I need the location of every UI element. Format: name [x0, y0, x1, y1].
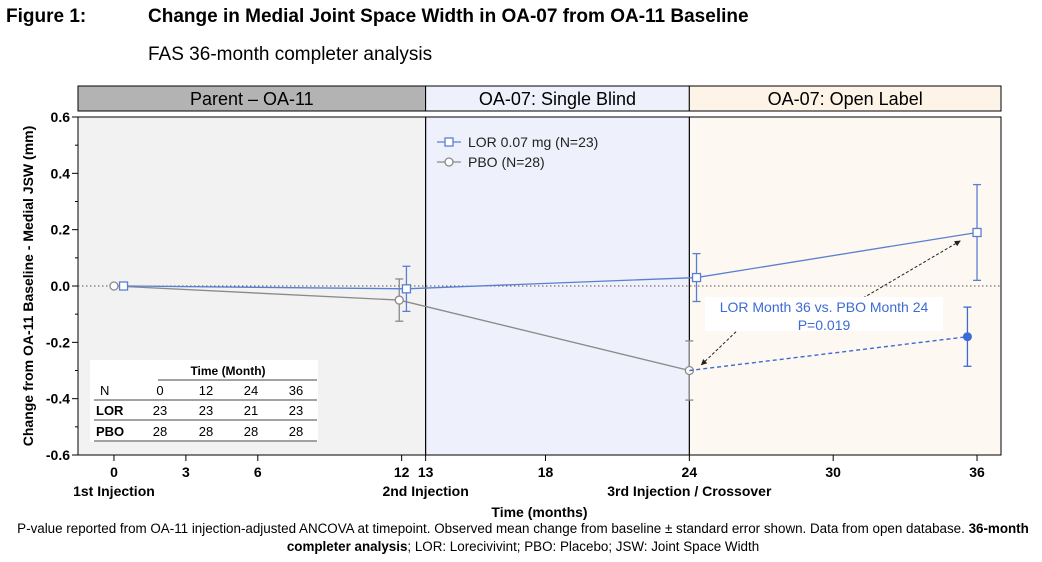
legend-label: PBO (N=28) — [468, 154, 545, 170]
n-table-column: 36 — [289, 383, 303, 398]
n-table-column: 12 — [199, 383, 213, 398]
phase-header-label: OA-07: Single Blind — [479, 89, 636, 109]
data-point — [394, 295, 404, 305]
x-tick-label: 30 — [825, 464, 841, 480]
n-table-background — [90, 360, 318, 442]
x-tick-label: 12 — [394, 464, 410, 480]
data-point — [109, 281, 119, 291]
figure-label: Figure 1: — [6, 6, 87, 27]
x-event-label: 1st Injection — [73, 483, 155, 499]
annotation-box — [705, 297, 943, 331]
figure-subtitle: FAS 36-month completer analysis — [148, 44, 433, 65]
data-point — [962, 332, 972, 342]
footnote-text: P-value reported from OA-11 injection-ad… — [17, 521, 969, 536]
n-table-column: 24 — [244, 383, 258, 398]
series-line — [123, 231, 978, 290]
n-table-cell: 23 — [289, 403, 303, 418]
data-point — [972, 227, 982, 238]
annotation-arrow — [700, 327, 741, 366]
n-table-cell: 23 — [153, 403, 167, 418]
x-event-label: 3rd Injection / Crossover — [607, 483, 772, 499]
footnote-text-end: ; LOR: Lorecivivint; PBO: Placebo; JSW: … — [407, 539, 760, 554]
n-table-row-label: LOR — [96, 403, 124, 418]
y-tick-label: 0.2 — [51, 222, 71, 238]
annotation-arrow — [849, 240, 961, 307]
annotation-text: LOR Month 36 vs. PBO Month 24 — [720, 299, 929, 315]
n-table-column: N — [100, 383, 109, 398]
x-tick-label: 6 — [254, 464, 262, 480]
n-table-cell: 23 — [199, 403, 213, 418]
x-tick-label: 13 — [418, 464, 434, 480]
x-tick-label: 3 — [182, 464, 190, 480]
crossover-line — [689, 336, 968, 372]
y-tick-label: -0.2 — [46, 334, 70, 350]
n-table-row-label: PBO — [96, 424, 124, 439]
phase-header-label: Parent – OA-11 — [190, 89, 314, 109]
x-tick-label: 0 — [110, 464, 118, 480]
y-tick-label: -0.6 — [46, 447, 70, 463]
n-table-cell: 28 — [199, 424, 213, 439]
legend-label: LOR 0.07 mg (N=23) — [468, 134, 598, 150]
y-axis-title: Change from OA-11 Baseline - Medial JSW … — [20, 126, 36, 447]
legend-marker — [444, 137, 454, 147]
data-point — [691, 272, 702, 283]
n-table-column: 0 — [156, 383, 163, 398]
phase-header-label: OA-07: Open Label — [768, 89, 923, 109]
y-tick-label: 0.0 — [51, 278, 71, 294]
footnote-bold: 36-month completer analysis — [286, 521, 1029, 554]
x-tick-label: 18 — [538, 464, 554, 480]
data-point — [118, 281, 129, 291]
phase-header — [425, 85, 690, 112]
x-tick-label: 24 — [682, 464, 698, 480]
phase-header — [688, 85, 1002, 112]
n-table-cell: 28 — [244, 424, 258, 439]
x-axis-title: Time (months) — [491, 504, 587, 520]
x-tick-label: 36 — [969, 464, 985, 480]
legend-marker — [444, 157, 454, 167]
n-table-cell: 28 — [289, 424, 303, 439]
n-table-cell: 28 — [153, 424, 167, 439]
n-table-cell: 21 — [244, 403, 258, 418]
annotation-text: P=0.019 — [798, 317, 851, 333]
y-tick-label: 0.6 — [51, 109, 71, 125]
phase-header — [77, 85, 427, 112]
figure-title: Change in Medial Joint Space Width in OA… — [148, 6, 749, 27]
n-table-header: Time (Month) — [190, 364, 265, 378]
footnote: P-value reported from OA-11 injection-ad… — [8, 520, 1038, 556]
chart: Parent – OA-11 OA-07: Single Blind OA-07: … — [20, 85, 1002, 520]
y-tick-label: -0.4 — [46, 391, 70, 407]
data-point — [401, 284, 412, 294]
phase-background — [689, 117, 1001, 455]
y-tick-label: 0.4 — [51, 165, 71, 181]
x-event-label: 2nd Injection — [382, 483, 468, 499]
